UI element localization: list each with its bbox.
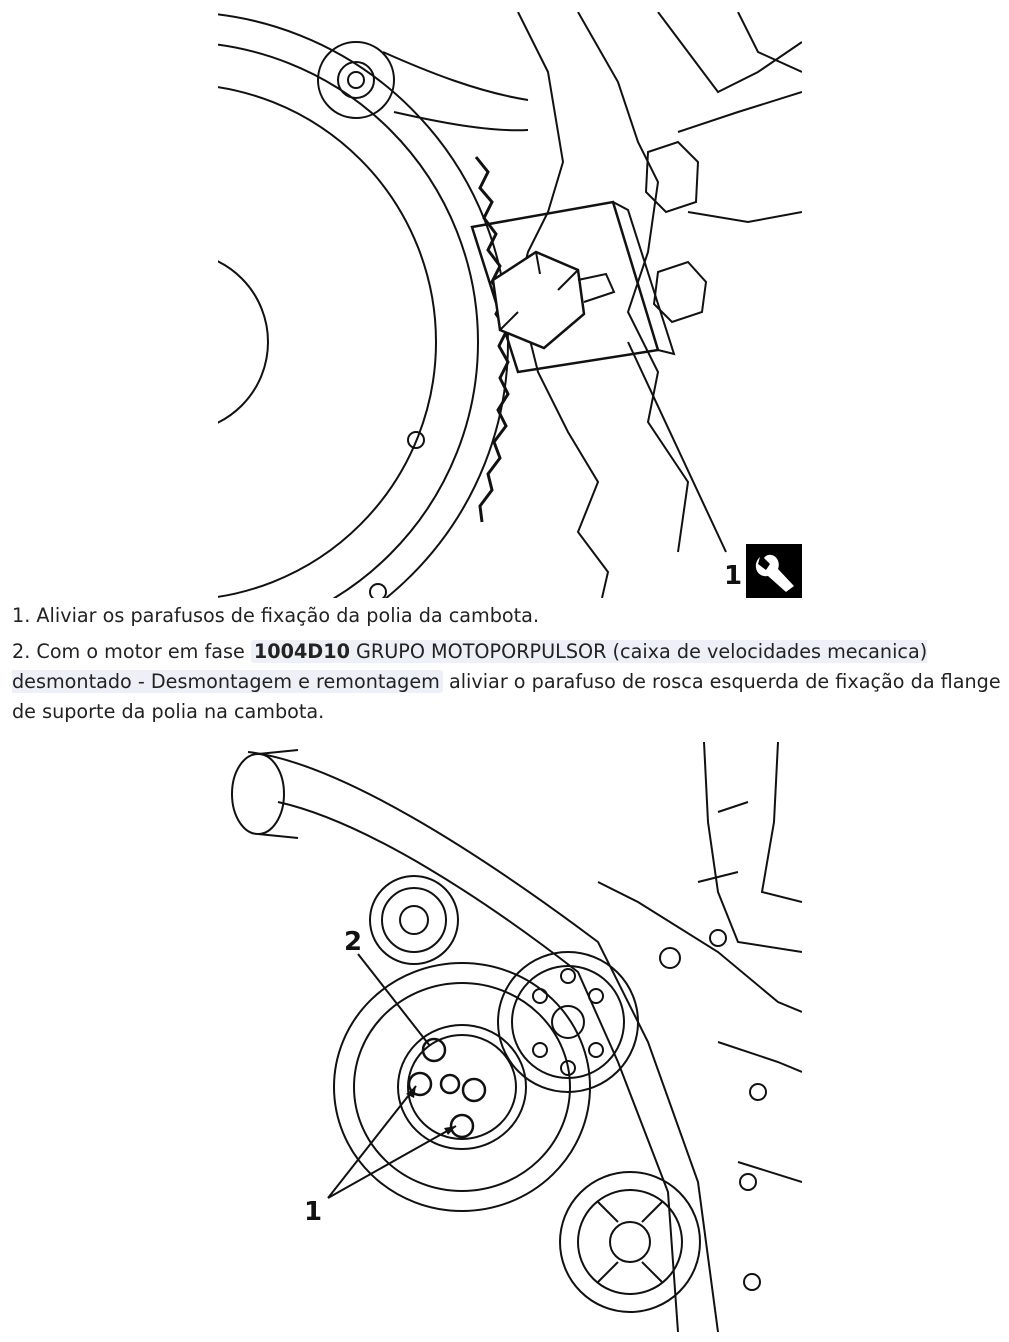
step-2: 2. Com o motor em fase 1004D10 GRUPO MOT… bbox=[12, 637, 1002, 727]
reference-link-text: desmontado - Desmontagem e remontagem bbox=[12, 670, 440, 693]
step-1: 1. Aliviar os parafusos de fixação da po… bbox=[12, 601, 1002, 631]
figure2-callout-bolts: 1 bbox=[304, 1197, 322, 1227]
wrench-icon bbox=[746, 544, 802, 598]
reference-code: 1004D10 bbox=[253, 640, 350, 663]
step-2-number: 2. bbox=[12, 640, 31, 663]
figure1-callout: 1 bbox=[724, 561, 742, 591]
reference-title: GRUPO MOTOPORPULSOR (caixa de velocidade… bbox=[356, 640, 928, 663]
step-1-number: 1. bbox=[12, 604, 31, 627]
crankshaft-pulley-illustration: 2 1 bbox=[218, 742, 802, 1332]
step-1-text: Aliviar os parafusos de fixação da polia… bbox=[36, 604, 540, 627]
figure2-callout-nut: 2 bbox=[344, 927, 362, 957]
step-2-suffix: aliviar o parafuso de rosca esquerda de … bbox=[12, 670, 1001, 723]
step-2-prefix: Com o motor em fase bbox=[36, 640, 245, 663]
flywheel-locking-illustration: 1 bbox=[218, 12, 802, 598]
